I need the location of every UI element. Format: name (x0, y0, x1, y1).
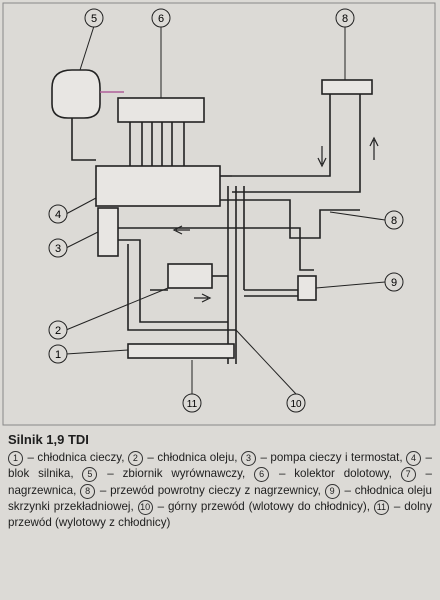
pipework (2, 2, 436, 426)
legend-number: 6 (254, 467, 270, 483)
legend-number: 8 (80, 483, 96, 499)
legend-item: 8 – przewód powrotny cieczy z nagrzewnic… (80, 483, 321, 499)
radiator (127, 343, 235, 359)
legend-number: 9 (324, 483, 340, 499)
legend-item: 4 – blok silnika, (8, 451, 432, 480)
legend-number: 1 (8, 451, 23, 467)
callout-8: 8 (384, 210, 404, 230)
intake-manifold (117, 97, 205, 123)
callout-2: 2 (48, 320, 68, 340)
callout-6: 6 (151, 8, 171, 28)
callout-9-label: 9 (391, 277, 397, 289)
legend-text: – kolektor dolotowy, (278, 467, 392, 481)
callout-2-label: 2 (55, 325, 61, 337)
legend-item: 5 – zbiornik wyrównawczy, (82, 467, 246, 483)
callout-6-label: 6 (158, 13, 164, 25)
legend-item: 11 – dolny przewód (wylotowy z chłodnicy… (8, 499, 432, 530)
heater-core (321, 79, 373, 95)
legend-text: – dolny przewód (wylotowy z chłodnicy) (8, 499, 432, 530)
oil-cooler (167, 263, 213, 289)
callout-4-label: 4 (55, 209, 61, 221)
legend-text: – chłodnica oleju skrzynki przekładniowe… (8, 483, 432, 513)
legend-item: 1 – chłodnica cieczy, (8, 451, 125, 467)
cooling-system-diagram: 5 6 8 4 3 2 1 8 9 11 10 (2, 2, 436, 426)
manifold-runners (129, 122, 185, 168)
legend-number: 11 (373, 499, 389, 515)
figure-caption: Silnik 1,9 TDI 1 – chłodnica cieczy, 2 –… (8, 432, 432, 531)
legend-number: 10 (137, 499, 153, 515)
legend-number: 2 (127, 451, 143, 467)
callout-4: 4 (48, 204, 68, 224)
legend-text: – pompa cieczy i termostat, (260, 451, 403, 465)
caption-legend: 1 – chłodnica cieczy, 2 – chłodnica olej… (8, 450, 432, 531)
legend-text: – blok silnika, (8, 451, 432, 481)
legend-text: – przewód powrotny cieczy z nagrzewnicy, (99, 483, 321, 497)
water-pump-thermostat (97, 207, 119, 257)
legend-item: 3 – pompa cieczy i termostat, (240, 451, 403, 467)
caption-title: Silnik 1,9 TDI (8, 432, 89, 447)
legend-number: 4 (406, 451, 422, 467)
callout-1-label: 1 (55, 349, 61, 361)
callout-8-label: 8 (391, 215, 397, 227)
gearbox-oil-cooler (297, 275, 317, 301)
engine-block (95, 165, 221, 207)
expansion-tank (51, 69, 101, 119)
callout-5-label: 5 (91, 13, 97, 25)
callout-9: 9 (384, 272, 404, 292)
callout-10: 10 (286, 393, 306, 413)
callout-11: 11 (182, 393, 202, 413)
legend-item: 2 – chłodnica oleju, (127, 451, 238, 467)
callout-labels: 5 6 8 4 3 2 1 8 9 11 10 (48, 8, 404, 413)
callout-10-label: 10 (290, 399, 302, 410)
legend-number: 3 (240, 451, 256, 467)
legend-text: – chłodnica oleju, (147, 451, 238, 465)
legend-text: – zbiornik wyrównawczy, (107, 467, 246, 481)
callout-3-label: 3 (55, 243, 61, 255)
callout-8-top-label: 8 (342, 13, 348, 25)
legend-item: 10 – górny przewód (wlotowy do chłodnicy… (137, 499, 370, 515)
callout-8-top: 8 (335, 8, 355, 28)
legend-text: – górny przewód (wlotowy do chłodnicy), (157, 499, 370, 513)
legend-number: 5 (82, 467, 98, 483)
legend-text: – nagrzewnica, (8, 467, 432, 497)
callout-11-label: 11 (187, 399, 198, 410)
callout-5: 5 (84, 8, 104, 28)
legend-text: – chłodnica cieczy, (27, 451, 125, 465)
callout-1: 1 (48, 344, 68, 364)
legend-number: 7 (400, 467, 416, 483)
callout-3: 3 (48, 238, 68, 258)
legend-item: 6 – kolektor dolotowy, (254, 467, 392, 483)
legend-item: 9 – chłodnica oleju skrzynki przekładnio… (8, 483, 432, 513)
legend-item: 7 – nagrzewnica, (8, 467, 432, 497)
